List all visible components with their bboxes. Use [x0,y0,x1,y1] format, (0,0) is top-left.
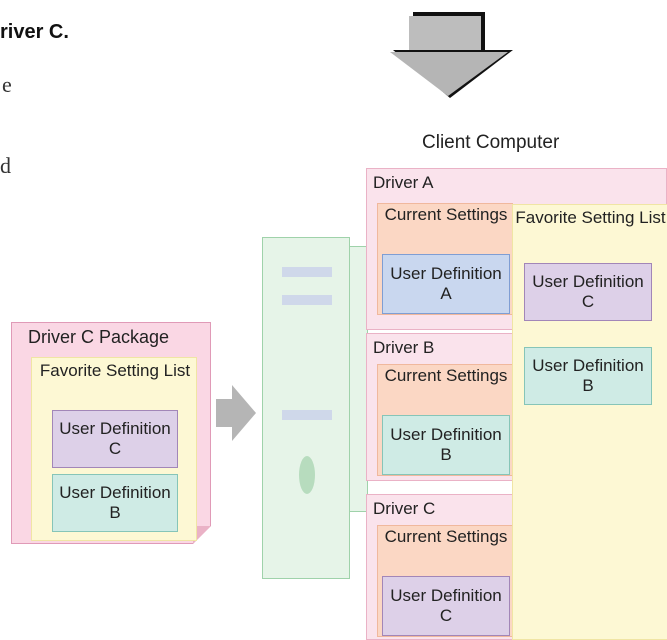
package-favorite-title: Favorite Setting List [39,361,191,380]
header-title-fragment: river C. [0,21,69,43]
driver-a-current-settings: Current Settings User Definition A [377,203,513,315]
package-favorite-list: Favorite Setting List User Definition C … [31,357,197,541]
driver-a-label: Driver A [373,173,434,192]
package-user-definition-b-label: User Definition B [59,483,171,522]
client-favorite-title: Favorite Setting List [515,208,666,227]
drive-bay [282,295,332,305]
driver-c-current-settings: Current Settings User Definition C [377,525,513,637]
client-favorite-user-definition-c-label: User Definition C [532,272,644,311]
server-tower [262,237,350,579]
client-favorite-user-definition-b[interactable]: User Definition B [524,347,652,405]
client-favorite-list: Favorite Setting List User Definition C … [512,204,667,640]
driver-c-user-definition[interactable]: User Definition C [382,576,510,636]
right-arrow-icon [216,385,256,441]
package-title: Driver C Package [28,327,170,347]
drive-bay [282,267,332,277]
driver-a-current-label: Current Settings [384,205,508,224]
page-fold-icon [193,526,211,544]
client-favorite-user-definition-c[interactable]: User Definition C [524,263,652,321]
client-computer-label: Client Computer [422,132,560,153]
drive-bay [282,410,332,420]
driver-c-package: Driver C Package Favorite Setting List U… [11,322,211,544]
driver-b-current-label: Current Settings [384,366,508,385]
driver-a-user-definition-label: User Definition A [390,264,502,303]
package-user-definition-b[interactable]: User Definition B [52,474,178,532]
package-user-definition-c-label: User Definition C [59,419,171,458]
client-computer: Driver A Current Settings User Definitio… [366,168,667,640]
driver-b-user-definition[interactable]: User Definition B [382,415,510,475]
driver-b-current-settings: Current Settings User Definition B [377,364,513,476]
driver-a-user-definition[interactable]: User Definition A [382,254,510,314]
power-button-icon [299,456,315,494]
driver-b-label: Driver B [373,338,435,357]
driver-c-current-label: Current Settings [384,527,508,546]
package-user-definition-c[interactable]: User Definition C [52,410,178,468]
driver-b-user-definition-label: User Definition B [390,425,502,464]
driver-c-user-definition-label: User Definition C [390,586,502,625]
client-favorite-user-definition-b-label: User Definition B [532,356,644,395]
driver-c-label: Driver C [373,499,436,518]
body-text-fragment-2: d [0,153,11,178]
body-text-fragment-1: e [2,72,12,97]
down-arrow-icon [390,12,513,98]
